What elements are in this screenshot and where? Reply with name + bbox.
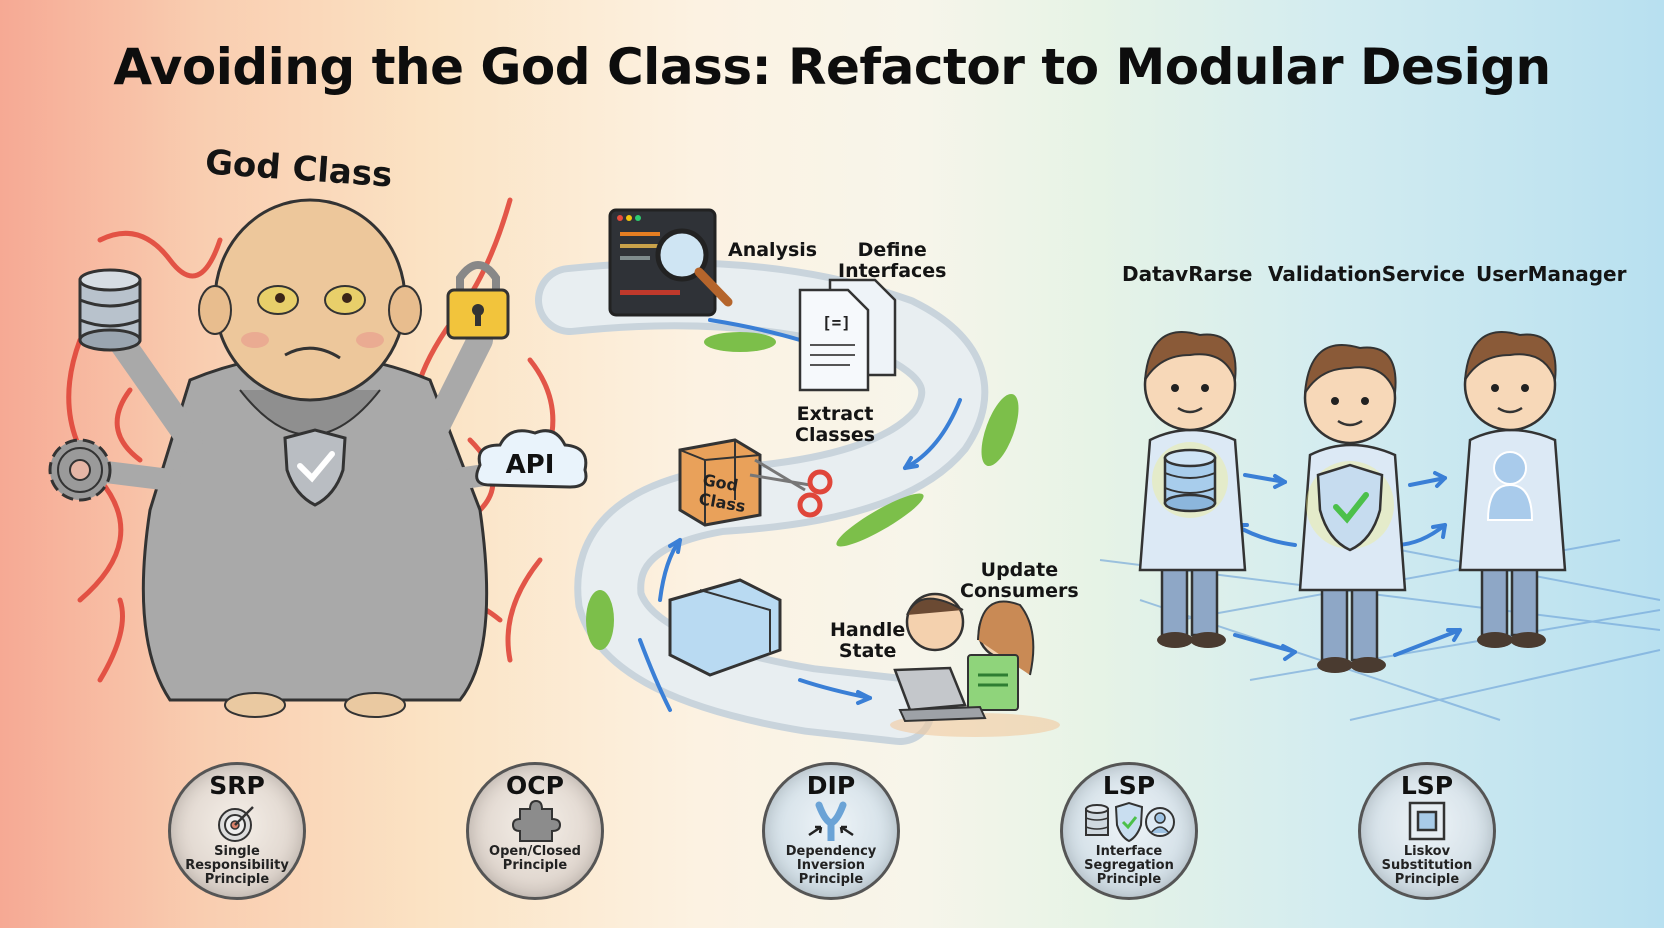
badge-abbr: LSP [1102,771,1156,800]
target-icon [218,806,254,842]
code-window-magnifier-icon [608,208,733,317]
service-character-user-manager [1458,331,1567,648]
api-cloud-icon: API [475,429,588,489]
shield-check-icon [283,428,347,507]
badge-name: Dependency Inversion Principle [785,844,877,888]
user-silhouette-icon [1486,451,1534,521]
god-class-illustration: API [48,197,588,718]
flow-arrows [638,318,962,712]
square-icon [1408,801,1446,841]
step-define-interfaces: Define Interfaces [838,239,947,283]
badge-lsp: LSP Liskov Substitution Principle [1358,762,1496,900]
gear-icon [48,438,112,502]
api-text: API [506,450,555,480]
lock-icon [446,261,510,340]
badge-name: Interface Segregation Principle [1084,844,1174,888]
users-laptop-icon [890,592,1060,737]
badge-abbr: LSP [1400,771,1454,800]
head [213,198,407,402]
page-title: Avoiding the God Class: Refactor to Modu… [113,38,1551,96]
service-character-data-parser [1138,331,1247,648]
box-scissors-icon: God Class [678,438,833,527]
documents-icon: [=] [798,278,897,392]
database-icon [78,268,142,352]
service-label-validation: ValidationService [1268,262,1465,286]
database-icon [1152,442,1228,518]
badge-srp: SRP Single Responsibility Principle [168,762,306,900]
step-handle-state: Handle State [830,619,906,663]
modular-services-illustration [1099,331,1661,721]
shield-check-icon [1306,461,1394,552]
step-extract-classes: Extract Classes [795,403,876,447]
badge-abbr: SRP [209,771,265,800]
service-label-data-parser: DatavRarse [1122,262,1253,286]
badge-ocp: OCP Open/Closed Principle [466,762,604,900]
badge-abbr: OCP [506,771,564,800]
step-update-consumers: Update Consumers [960,559,1079,603]
refactor-path: [=] God Class [535,208,1060,745]
step-analysis: Analysis [728,239,818,261]
badge-name: Liskov Substitution Principle [1381,844,1473,888]
db-shield-user-icon [1085,801,1175,843]
inversion-icon [808,801,854,841]
puzzle-icon [511,799,562,842]
badge-isp: LSP Interface Segregation Principle [1060,762,1198,900]
service-character-validation [1298,344,1407,673]
service-label-user-manager: UserManager [1476,262,1627,286]
badge-dip: DIP Dependency Inversion Principle [762,762,900,900]
badge-name: Open/Closed Principle [489,844,581,874]
svg-text:[=]: [=] [822,313,851,332]
badge-abbr: DIP [806,771,856,800]
badge-name: Single Responsibility Principle [185,844,289,888]
state-container-icon [668,578,782,677]
